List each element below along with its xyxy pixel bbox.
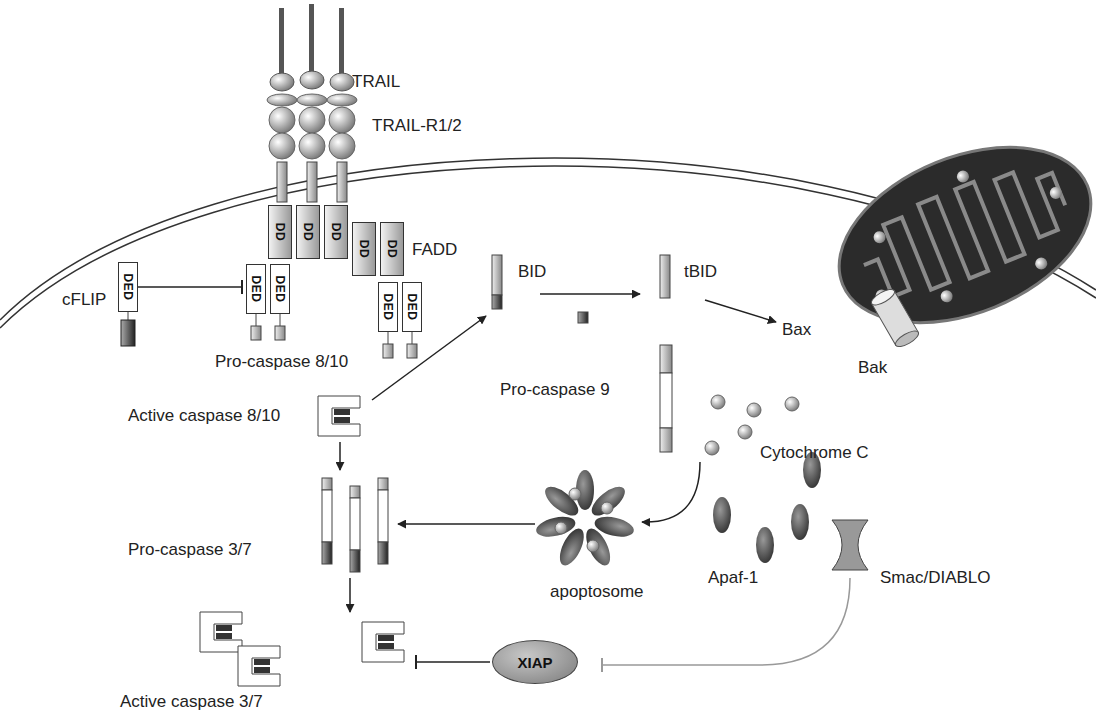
death-domain-box: DD <box>380 222 404 276</box>
death-domain-box: DD <box>324 205 348 259</box>
part-label: Pro-caspase 3/7 <box>128 540 252 560</box>
part-label: Active caspase 3/7 <box>120 692 263 712</box>
node-text: DED <box>405 294 419 321</box>
part-label: BID <box>518 262 546 282</box>
death-effector-domain-box: DED <box>118 262 138 312</box>
node-text: DED <box>121 274 135 301</box>
death-effector-domain-box: DED <box>402 282 422 332</box>
death-domain-box: DD <box>352 222 376 276</box>
part-label: Pro-caspase 8/10 <box>215 352 348 372</box>
inhibition-connector <box>138 286 242 288</box>
node-text: DD <box>357 240 371 258</box>
death-domain-box: DD <box>268 205 292 259</box>
part-label: FADD <box>412 240 457 260</box>
part-label: apoptosome <box>550 582 644 602</box>
node-text: DED <box>249 276 263 303</box>
part-label: Apaf-1 <box>708 568 758 588</box>
part-label: cFLIP <box>62 290 106 310</box>
part-label: Bax <box>782 320 811 340</box>
part-label: tBID <box>684 262 717 282</box>
part-label: Cytochrome C <box>760 443 869 463</box>
node-text: DD <box>385 240 399 258</box>
node-text: DED <box>273 276 287 303</box>
part-label: TRAIL <box>352 72 400 92</box>
death-effector-domain-box: DED <box>378 282 398 332</box>
part-label: Bak <box>858 358 887 378</box>
node-text: DD <box>273 223 287 241</box>
part-label: TRAIL-R1/2 <box>372 116 462 136</box>
node-text: DD <box>301 223 315 241</box>
node-text: XIAP <box>517 654 552 671</box>
node-text: DED <box>381 294 395 321</box>
death-effector-domain-box: DED <box>246 264 266 314</box>
protein-ellipse: XIAP <box>492 640 578 684</box>
part-label: Active caspase 8/10 <box>128 406 280 426</box>
node-text: DD <box>329 223 343 241</box>
death-domain-box: DD <box>296 205 320 259</box>
death-effector-domain-box: DED <box>270 264 290 314</box>
part-label: Pro-caspase 9 <box>500 380 610 400</box>
part-label: Smac/DIABLO <box>880 568 991 588</box>
